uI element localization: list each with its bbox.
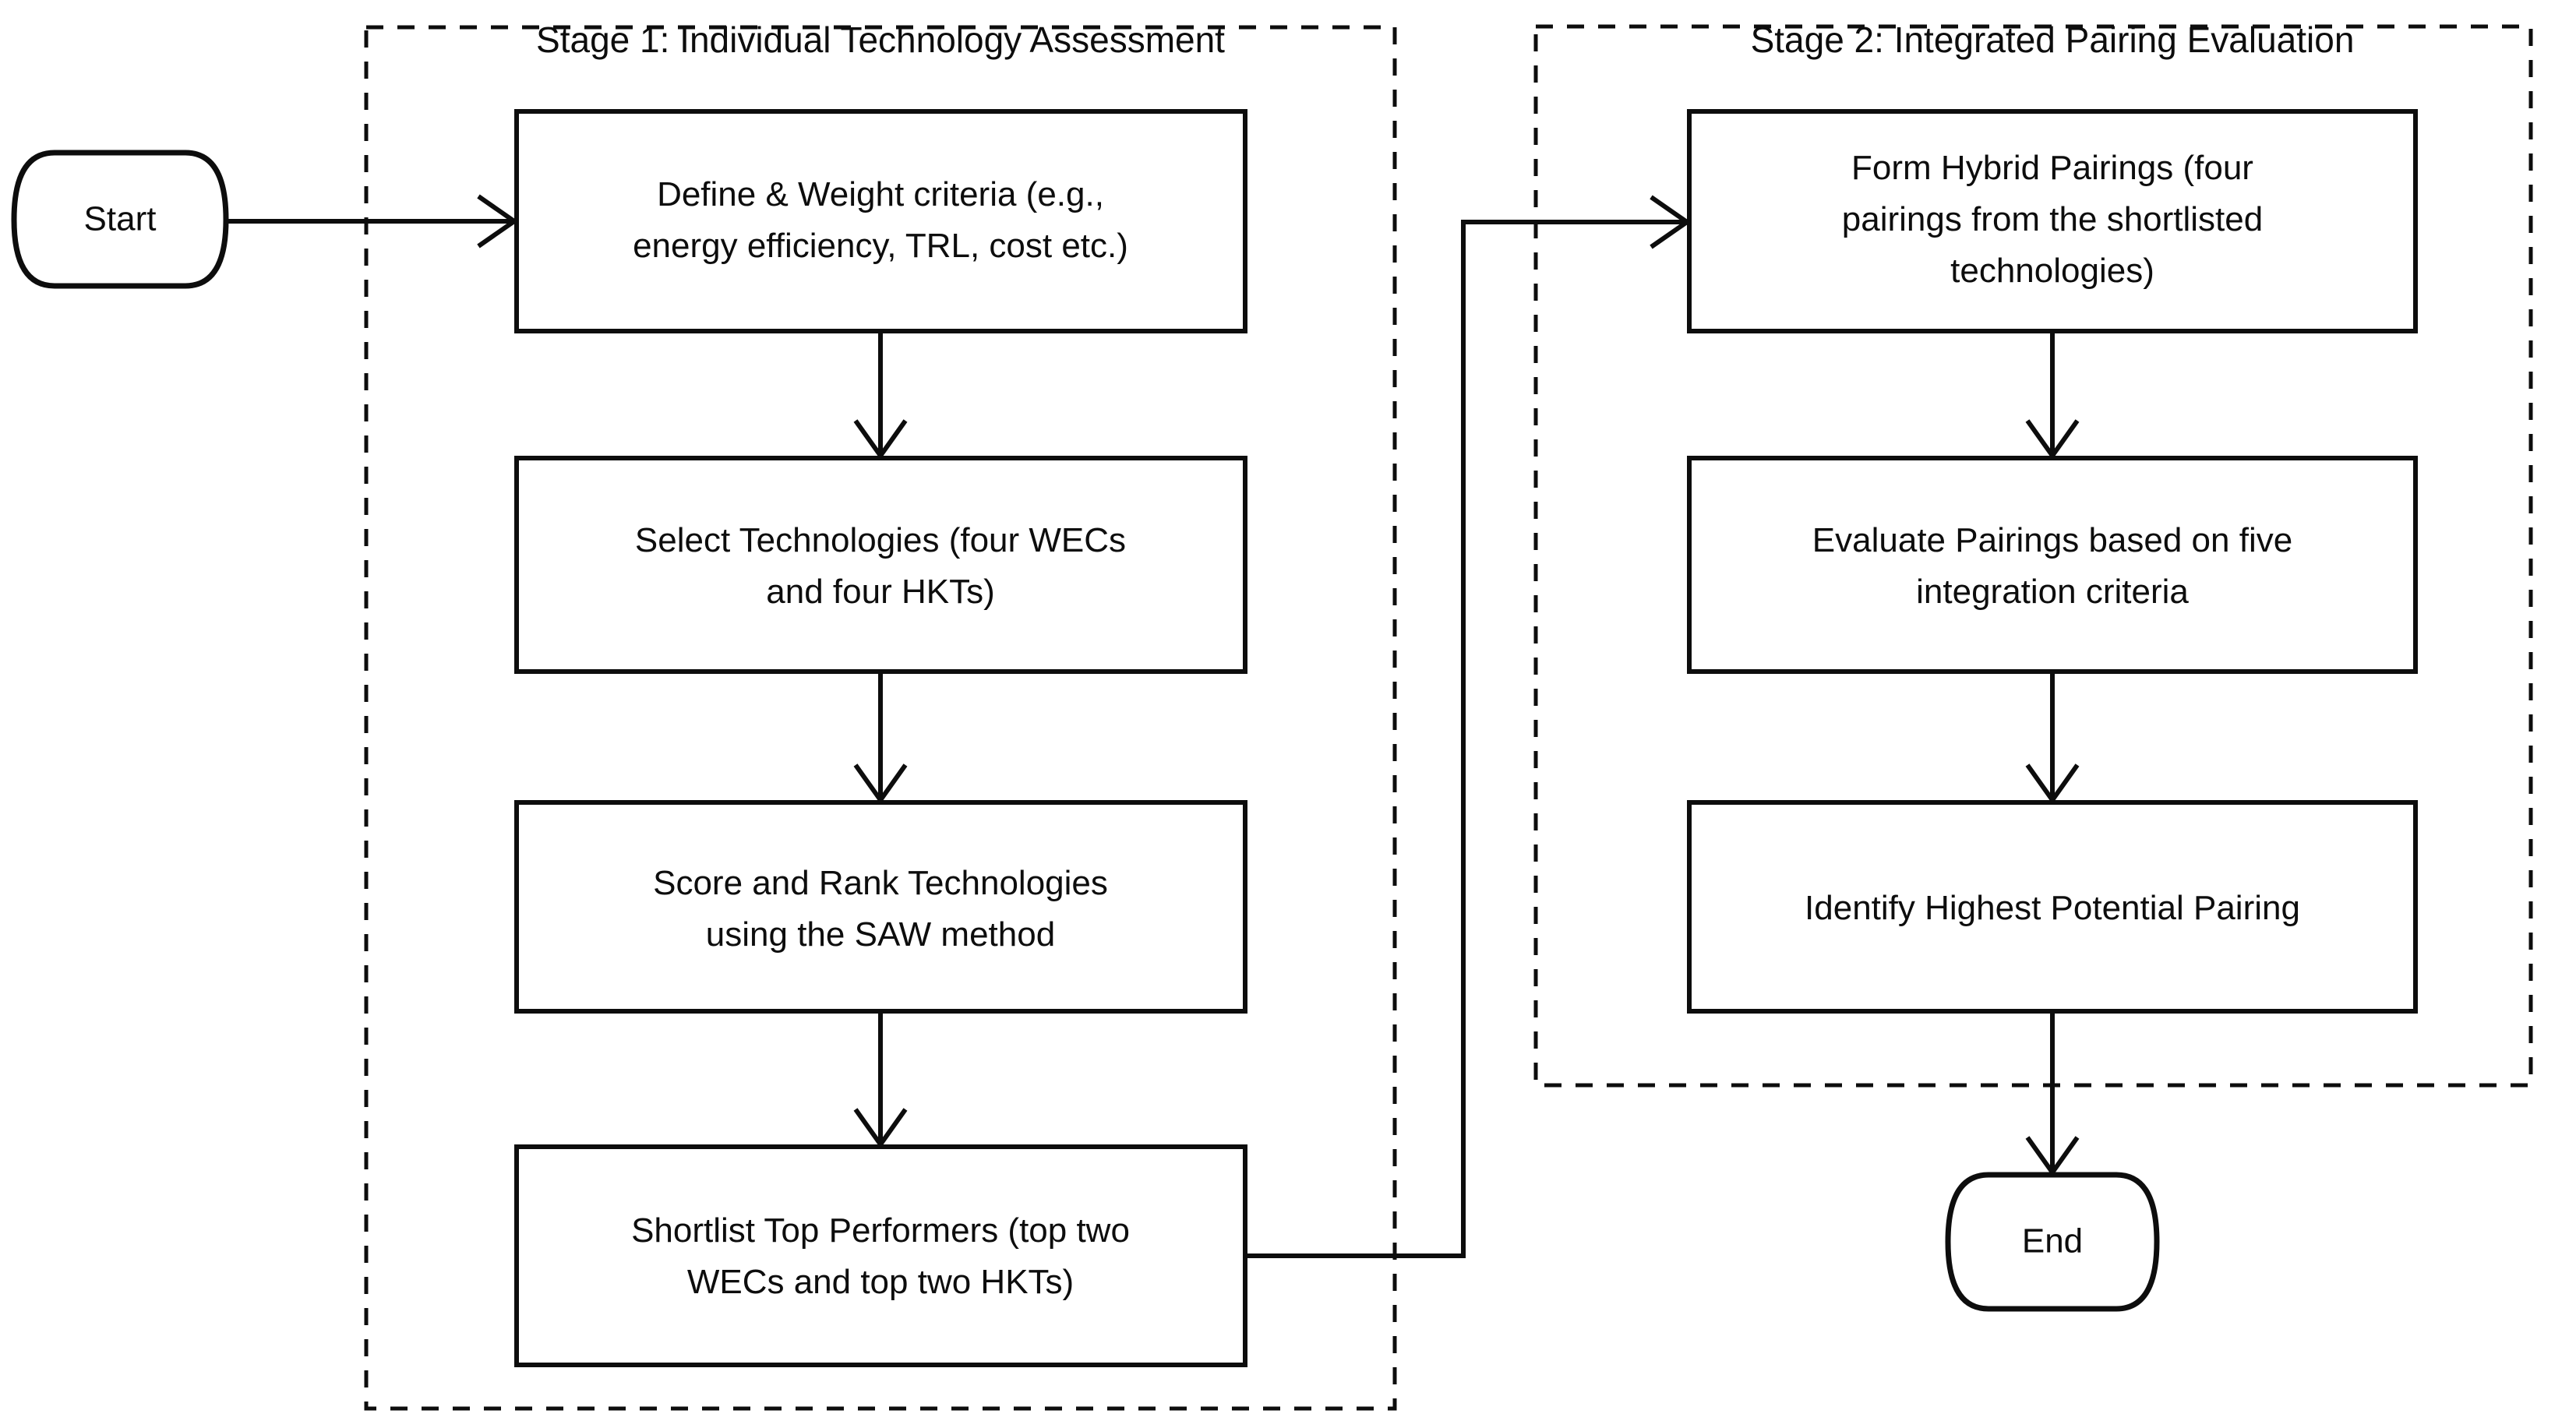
start-label: Start [84, 200, 157, 238]
stage1-dashed-frame [364, 25, 1397, 1411]
evaluate-to-identify-arrowhead-icon [2025, 763, 2080, 805]
start-to-define-arrowhead-icon [477, 194, 519, 249]
node-s1-score[interactable]: Score and Rank Technologies using the SA… [514, 800, 1247, 1014]
s1-define-box[interactable] [514, 109, 1247, 333]
connector-define-to-select [853, 331, 908, 460]
s1-select-label-line2: and four HKTs) [766, 573, 994, 611]
node-end[interactable]: End [1945, 1172, 2160, 1312]
s2-identify-label-line1: Identify Highest Potential Pairing [1805, 889, 2300, 927]
node-start[interactable]: Start [11, 150, 229, 289]
end-terminator-shape[interactable] [1945, 1172, 2160, 1312]
s1-select-label-line1: Select Technologies (four WECs [635, 521, 1126, 559]
s2-evaluate-label-line2: integration criteria [1916, 573, 2189, 611]
start-terminator-shape[interactable] [11, 150, 229, 289]
s1-score-box[interactable] [514, 800, 1247, 1014]
node-s2-form[interactable]: Form Hybrid Pairings (four pairings from… [1687, 109, 2418, 333]
s1-define-label-line2: energy efficiency, TRL, cost etc.) [633, 227, 1128, 265]
node-s1-define[interactable]: Define & Weight criteria (e.g., energy e… [514, 109, 1247, 333]
s2-form-label-line2: pairings from the shortlisted [1842, 200, 2263, 238]
connector-form-to-evaluate [2025, 331, 2080, 460]
s2-form-label-line3: technologies) [1950, 252, 2154, 290]
select-to-score-arrowhead-icon [853, 763, 908, 805]
define-to-select-arrowhead-icon [853, 419, 908, 460]
s2-identify-box[interactable] [1687, 800, 2418, 1014]
s2-evaluate-box[interactable] [1687, 456, 2418, 674]
node-s2-identify[interactable]: Identify Highest Potential Pairing [1687, 800, 2418, 1014]
stage1-title: Stage 1: Individual Technology Assessmen… [536, 19, 1225, 60]
shortlist-to-form-arrowhead-icon [1650, 195, 1692, 249]
s2-form-label-line1: Form Hybrid Pairings (four [1851, 149, 2253, 187]
connector-start-to-define [226, 194, 519, 249]
s1-score-label-line2: using the SAW method [706, 915, 1055, 954]
form-to-evaluate-arrowhead-icon [2025, 419, 2080, 460]
s2-evaluate-label-line1: Evaluate Pairings based on five [1812, 521, 2292, 559]
s1-shortlist-label-line1: Shortlist Top Performers (top two [631, 1211, 1130, 1250]
identify-to-end-arrowhead-icon [2025, 1136, 2080, 1177]
node-s1-shortlist[interactable]: Shortlist Top Performers (top two WECs a… [514, 1144, 1247, 1367]
s1-score-label-line1: Score and Rank Technologies [653, 864, 1108, 902]
connector-score-to-shortlist [853, 1011, 908, 1149]
s1-shortlist-label-line2: WECs and top two HKTs) [687, 1263, 1074, 1301]
shortlist-to-form-line [1245, 220, 1685, 1258]
stage1-group: Stage 1: Individual Technology Assessmen… [364, 19, 1397, 1411]
s1-shortlist-box[interactable] [514, 1144, 1247, 1367]
stage2-group: Stage 2: Integrated Pairing Evaluation [1533, 19, 2533, 1088]
stage2-title: Stage 2: Integrated Pairing Evaluation [1751, 19, 2355, 60]
node-s2-evaluate[interactable]: Evaluate Pairings based on five integrat… [1687, 456, 2418, 674]
score-to-shortlist-arrowhead-icon [853, 1108, 908, 1149]
end-label: End [2022, 1222, 2083, 1261]
connector-select-to-score [853, 672, 908, 805]
connector-shortlist-to-form [1245, 195, 1692, 1258]
s1-select-box[interactable] [514, 456, 1247, 674]
connector-identify-to-end [2025, 1011, 2080, 1177]
node-s1-select[interactable]: Select Technologies (four WECs and four … [514, 456, 1247, 674]
connector-evaluate-to-identify [2025, 672, 2080, 805]
s1-define-label-line1: Define & Weight criteria (e.g., [657, 175, 1104, 213]
